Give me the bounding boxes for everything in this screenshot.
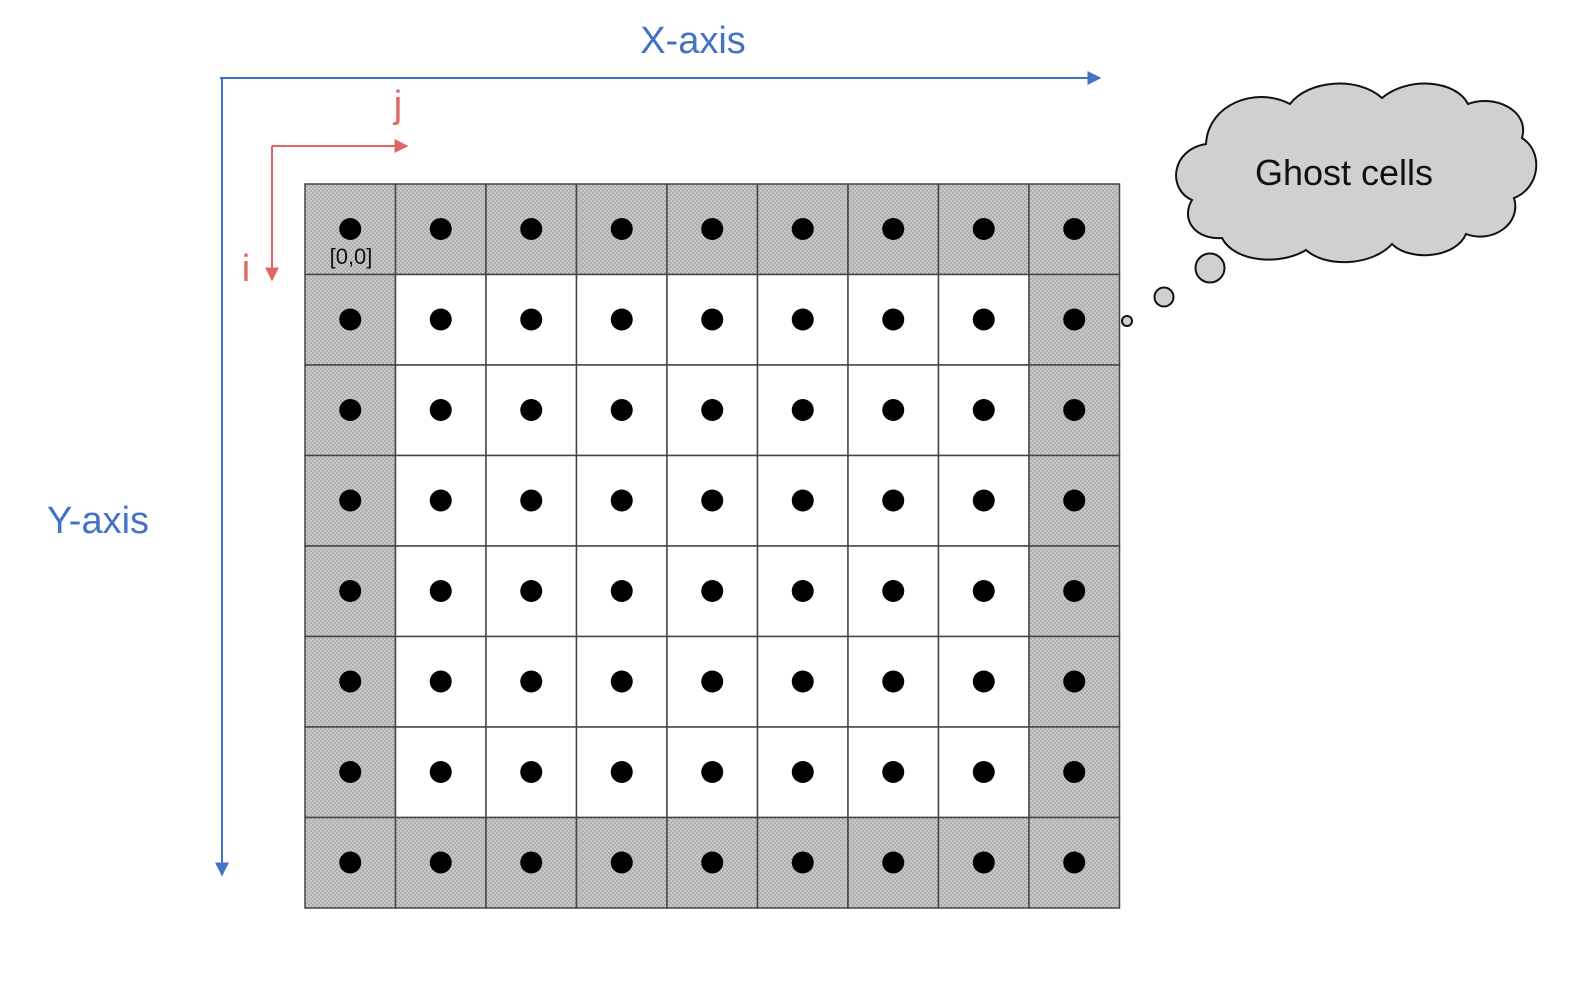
cell-center-dot bbox=[701, 670, 724, 693]
cell-center-dot bbox=[339, 670, 362, 693]
cell-center-dot bbox=[1063, 851, 1086, 874]
cell-center-dot bbox=[791, 851, 814, 874]
cell-center-dot bbox=[429, 489, 452, 512]
cell-center-dot bbox=[610, 399, 633, 421]
cell-center-dot bbox=[610, 489, 633, 512]
cell-center-dot bbox=[339, 761, 362, 783]
cell-center-dot bbox=[339, 308, 362, 331]
cloud-callout bbox=[1175, 82, 1538, 264]
cell-center-dot bbox=[1063, 670, 1086, 693]
cell-center-dot bbox=[339, 218, 362, 240]
cell-center-dot bbox=[520, 218, 543, 240]
ghost-cell bbox=[937, 816, 1030, 909]
cell-center-dot bbox=[520, 489, 543, 512]
cell-center-dot bbox=[520, 580, 543, 602]
cell-center-dot bbox=[429, 308, 452, 331]
cell-center-dot bbox=[972, 399, 995, 421]
cell-center-dot bbox=[429, 851, 452, 874]
cell-center-dot bbox=[972, 308, 995, 331]
cell-center-dot bbox=[429, 670, 452, 693]
cell-center-dot bbox=[610, 218, 633, 240]
callout-text: Ghost cells bbox=[1255, 152, 1433, 193]
cell-center-dot bbox=[339, 580, 362, 602]
ghost-cell bbox=[485, 183, 578, 276]
cell-center-dot bbox=[972, 218, 995, 240]
cell-center-dot bbox=[791, 489, 814, 512]
cell-center-dot bbox=[1063, 218, 1086, 240]
cell-center-dot bbox=[1063, 308, 1086, 331]
j-index-label: j bbox=[393, 84, 402, 126]
interior-cell bbox=[394, 273, 487, 366]
cell-center-dot bbox=[972, 580, 995, 602]
cell-center-dot bbox=[610, 670, 633, 693]
cell-center-dot bbox=[882, 670, 905, 693]
cell-center-dot bbox=[429, 399, 452, 421]
thought-bubble-medium bbox=[1153, 286, 1175, 308]
cell-center-dot bbox=[701, 761, 724, 783]
cell-center-dot bbox=[791, 580, 814, 602]
cell-center-dot bbox=[882, 489, 905, 512]
cell-center-dot bbox=[339, 399, 362, 421]
cell-center-dot bbox=[791, 670, 814, 693]
i-index-label: i bbox=[242, 248, 250, 290]
cell-center-dot bbox=[1063, 580, 1086, 602]
cell-center-dot bbox=[520, 399, 543, 421]
thought-bubble-large bbox=[1194, 252, 1226, 284]
cell-center-dot bbox=[701, 489, 724, 512]
cell-center-dot bbox=[882, 308, 905, 331]
cell-center-dot bbox=[429, 761, 452, 783]
cell-center-dot bbox=[520, 670, 543, 693]
cell-center-dot bbox=[882, 851, 905, 874]
cell-center-dot bbox=[972, 489, 995, 512]
cell-center-dot bbox=[972, 761, 995, 783]
cell-center-dot bbox=[610, 580, 633, 602]
cell-center-dot bbox=[791, 761, 814, 783]
cell-center-dot bbox=[791, 218, 814, 240]
cell-center-dot bbox=[701, 308, 724, 331]
cell-center-dot bbox=[429, 580, 452, 602]
cell-center-dot bbox=[882, 218, 905, 240]
x-axis-label: X-axis bbox=[640, 20, 746, 62]
cell-center-dot bbox=[1063, 761, 1086, 783]
cell-center-dot bbox=[791, 308, 814, 331]
cell-center-dot bbox=[610, 851, 633, 874]
cell-center-dot bbox=[520, 761, 543, 783]
cell-center-dot bbox=[701, 580, 724, 602]
cell-center-dot bbox=[339, 489, 362, 512]
cell-center-dot bbox=[520, 851, 543, 874]
thought-bubble-small bbox=[1121, 315, 1133, 327]
origin-label: [0,0] bbox=[330, 244, 373, 269]
interior-cell bbox=[485, 726, 578, 819]
cell-center-dot bbox=[520, 308, 543, 331]
cell-center-dot bbox=[882, 399, 905, 421]
y-axis-label: Y-axis bbox=[47, 500, 149, 542]
cell-center-dot bbox=[882, 580, 905, 602]
cell-center-dot bbox=[791, 399, 814, 421]
cell-center-dot bbox=[701, 218, 724, 240]
cell-center-dot bbox=[1063, 489, 1086, 512]
cell-center-dot bbox=[701, 399, 724, 421]
cell-center-dot bbox=[1063, 399, 1086, 421]
cell-center-dot bbox=[882, 761, 905, 783]
cell-center-dot bbox=[701, 851, 724, 874]
cell-center-dot bbox=[429, 218, 452, 240]
cell-center-dot bbox=[972, 670, 995, 693]
cell-center-dot bbox=[972, 851, 995, 874]
cell-center-dot bbox=[610, 761, 633, 783]
cell-grid bbox=[304, 183, 1121, 909]
cell-center-dot bbox=[339, 851, 362, 874]
cell-center-dot bbox=[610, 308, 633, 331]
